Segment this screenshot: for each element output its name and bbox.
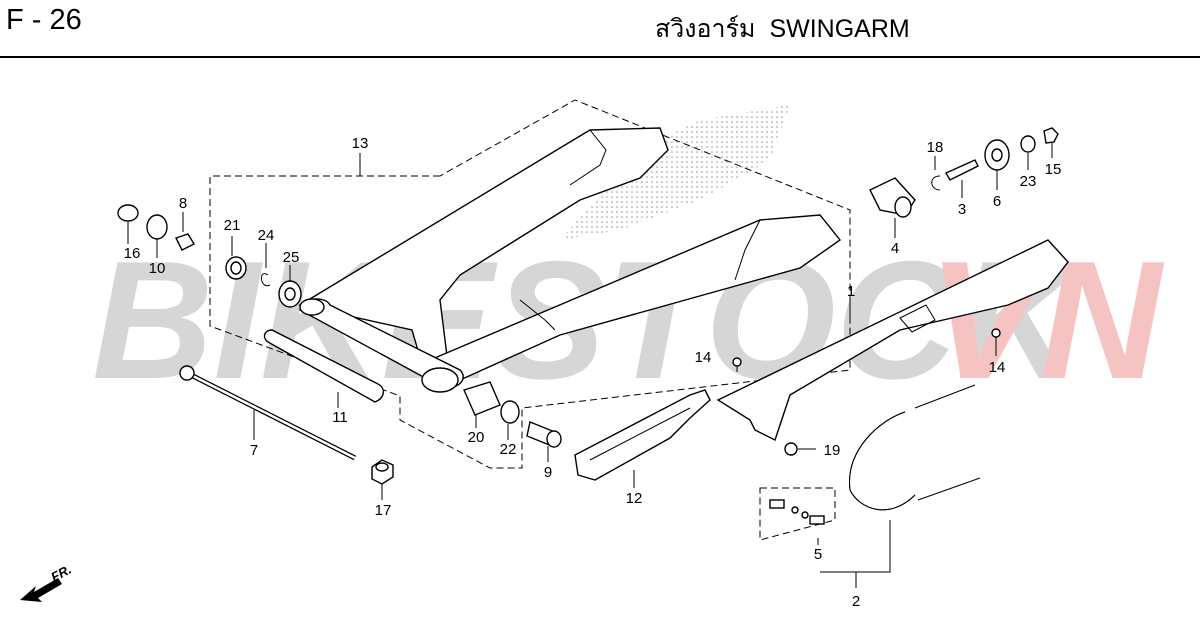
front-label: FR. <box>48 562 74 585</box>
callout-16: 16 <box>124 245 141 262</box>
callout-2: 2 <box>852 593 860 610</box>
callout-17: 17 <box>375 502 392 519</box>
callout-4: 4 <box>891 240 899 257</box>
callout-1: 1 <box>847 283 855 300</box>
bolt-19 <box>784 442 816 456</box>
adjuster-4 <box>869 177 916 238</box>
callout-12: 12 <box>626 490 643 507</box>
callout-6: 6 <box>993 193 1001 210</box>
bolt-14-left <box>732 357 742 372</box>
callout-18: 18 <box>927 139 944 156</box>
callout-8: 8 <box>179 195 187 212</box>
collar-9 <box>526 421 562 462</box>
front-arrow-icon <box>20 578 62 602</box>
callout-22: 22 <box>500 441 517 458</box>
page-title: สวิงอาร์ม SWINGARM <box>655 9 924 49</box>
bearing-set-lower <box>463 381 520 440</box>
callout-15: 15 <box>1045 161 1062 178</box>
callout-20: 20 <box>468 429 485 446</box>
callout-24: 24 <box>258 227 275 244</box>
callout-10: 10 <box>149 260 166 277</box>
callout-21: 21 <box>224 217 241 234</box>
callout-7: 7 <box>250 442 258 459</box>
page-title-thai: สวิงอาร์ม <box>655 15 756 43</box>
assembly-bracket-13 <box>209 99 851 469</box>
nut-17 <box>371 459 394 500</box>
bearing-set-left <box>117 204 195 258</box>
swingarm-frame <box>298 127 842 393</box>
callout-14-left: 14 <box>695 349 712 366</box>
drive-chain-case-1 <box>716 239 1069 441</box>
adjuster-hardware <box>931 127 1059 198</box>
pivot-bolt-7 <box>179 365 357 461</box>
drive-chain-2 <box>820 384 981 588</box>
callout-14-right: 14 <box>989 359 1006 376</box>
callout-9: 9 <box>544 464 552 481</box>
callout-13: 13 <box>352 135 369 152</box>
callout-5: 5 <box>814 546 822 563</box>
bearing-set-center <box>225 236 302 308</box>
page-title-english: SWINGARM <box>769 15 910 43</box>
callout-3: 3 <box>958 201 966 218</box>
callout-11: 11 <box>332 409 348 426</box>
bolt-14-right <box>991 328 1001 356</box>
watermark: BIKESTOCK VN <box>92 226 1165 414</box>
callout-25: 25 <box>283 249 300 266</box>
pivot-collar-11 <box>263 329 384 403</box>
header-divider <box>0 56 1200 58</box>
decorative-shading <box>560 105 790 240</box>
chain-slider-12 <box>574 389 711 488</box>
callout-19: 19 <box>824 442 841 459</box>
callout-23: 23 <box>1020 173 1037 190</box>
master-link-kit-5 <box>759 487 836 545</box>
front-direction-indicator: FR. <box>20 562 74 602</box>
callout-labels: 1 2 3 4 5 6 7 8 9 10 11 12 13 14 14 15 1… <box>124 135 1062 610</box>
page-code: F - 26 <box>6 4 82 36</box>
